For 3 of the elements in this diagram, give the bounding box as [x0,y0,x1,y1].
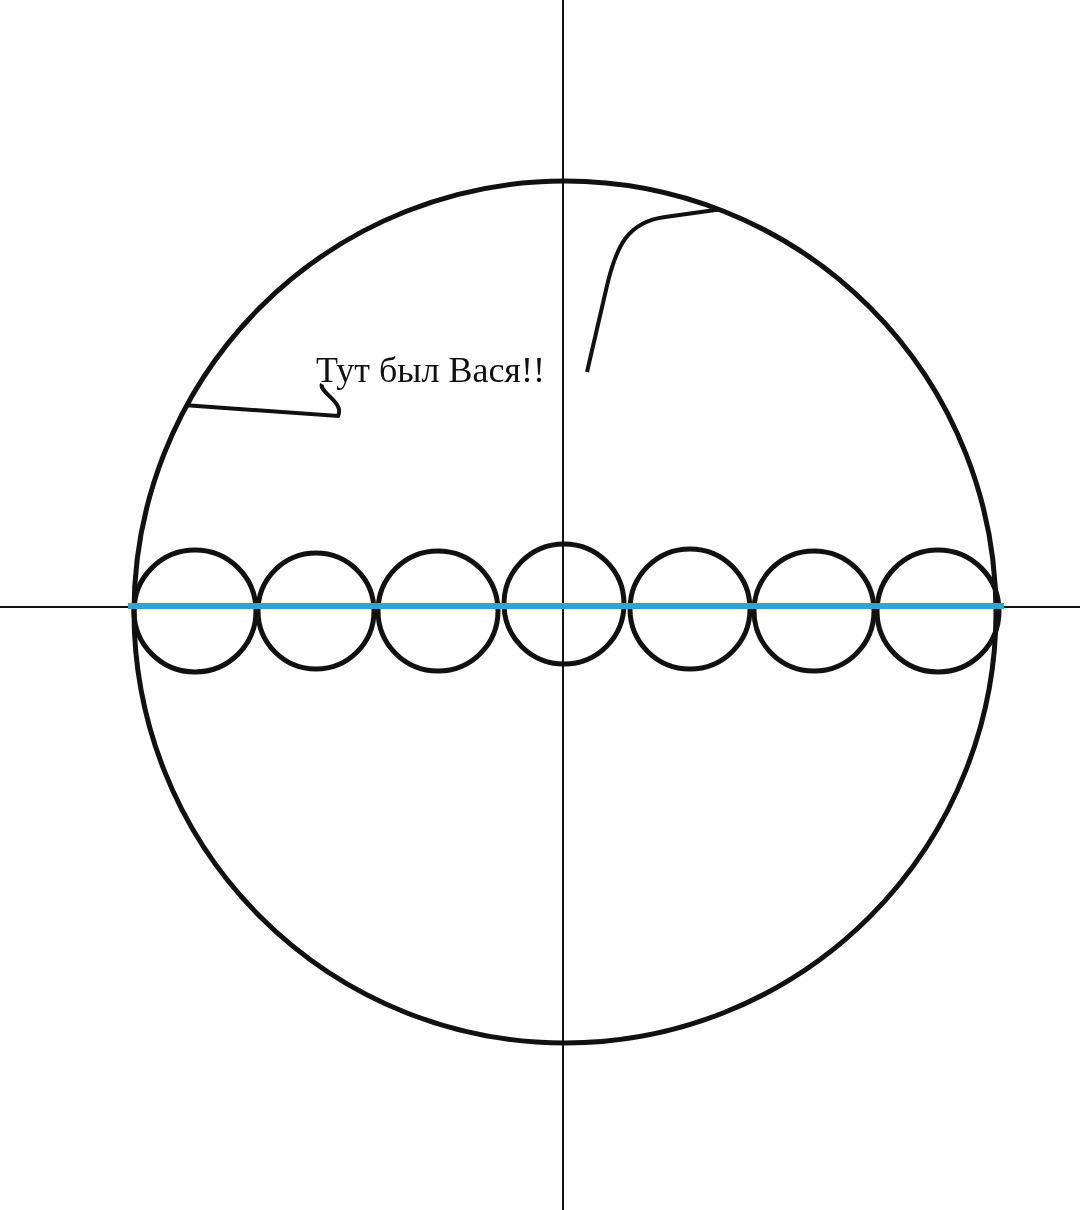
scribble-line [186,383,341,418]
handwritten-note: Тут был Вася!! [316,352,545,388]
scribble-line [585,207,720,373]
